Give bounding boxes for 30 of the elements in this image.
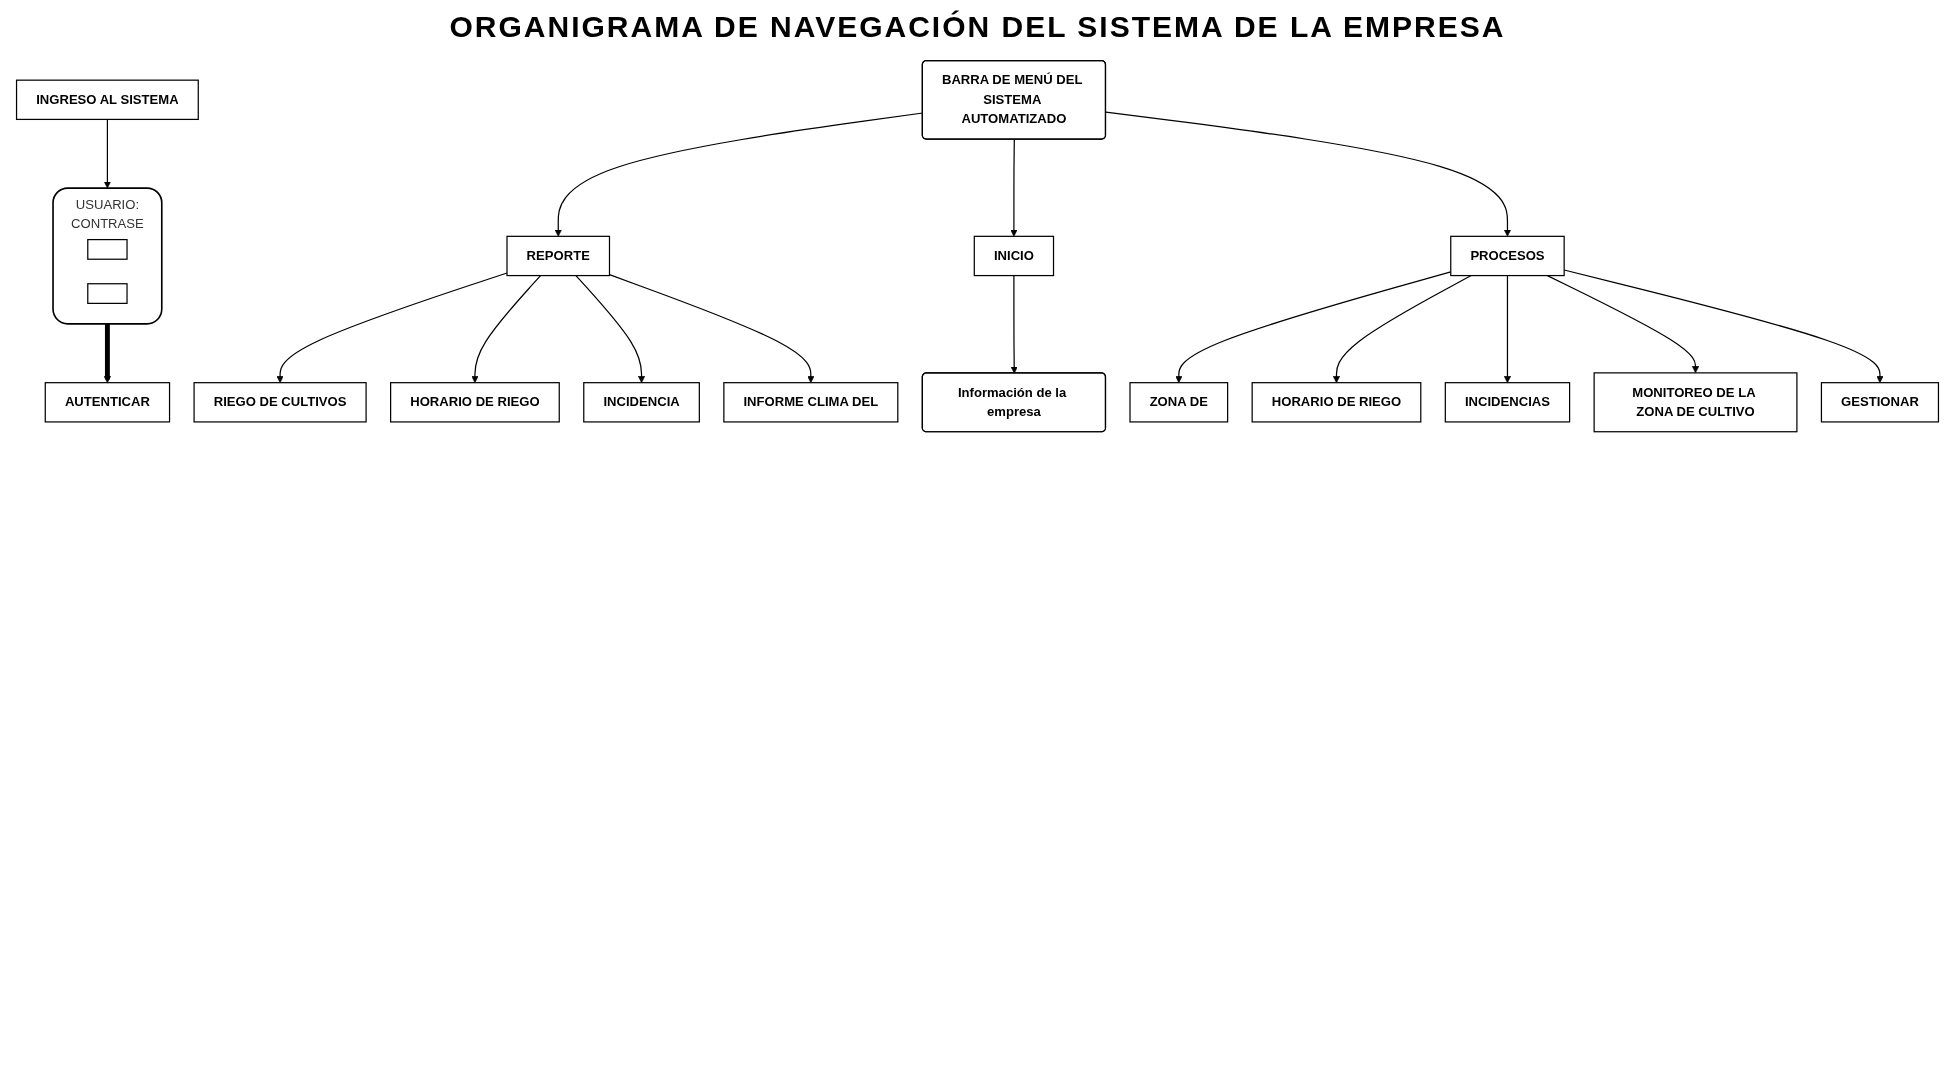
node-box: AUTENTICAR xyxy=(44,382,171,423)
node-box: INCIDENCIA xyxy=(583,382,700,423)
node-box: RIEGO DE CULTIVOS xyxy=(193,382,367,423)
arrow xyxy=(1010,138,1018,237)
arrow xyxy=(103,323,111,383)
node-box: GESTIONAR xyxy=(1820,382,1940,423)
arrow xyxy=(608,274,815,383)
node-box: INGRESO AL SISTEMA xyxy=(15,79,199,121)
cluster: USUARIO: CONTRASE xyxy=(52,187,163,325)
arrow xyxy=(471,274,542,383)
arrow xyxy=(1546,274,1700,374)
arrow xyxy=(1010,274,1018,374)
node-box: REPORTE xyxy=(506,235,611,277)
arrow xyxy=(103,118,111,189)
arrow xyxy=(276,272,508,383)
node-box xyxy=(87,239,128,260)
node-box xyxy=(87,283,128,304)
arrow xyxy=(1332,274,1472,383)
arrow xyxy=(575,274,646,383)
diagram-title: ORGANIGRAMA DE NAVEGACIÓN DEL SISTEMA DE LA EMPRESA xyxy=(448,10,1507,44)
node-box: INFORME CLIMA DEL xyxy=(723,382,899,423)
node-box: PROCESOS xyxy=(1450,235,1565,277)
node-box: INCIDENCIAS xyxy=(1444,382,1571,423)
node-box: INICIO xyxy=(973,235,1055,277)
node-box: HORARIO DE RIEGO xyxy=(390,382,560,423)
node-box: ZONA DE xyxy=(1129,382,1229,423)
arrow xyxy=(1503,274,1512,383)
node-box: MONITOREO DE LA ZONA DE CULTIVO xyxy=(1593,372,1798,433)
arrow xyxy=(1105,111,1512,237)
node-box: HORARIO DE RIEGO xyxy=(1251,382,1422,423)
